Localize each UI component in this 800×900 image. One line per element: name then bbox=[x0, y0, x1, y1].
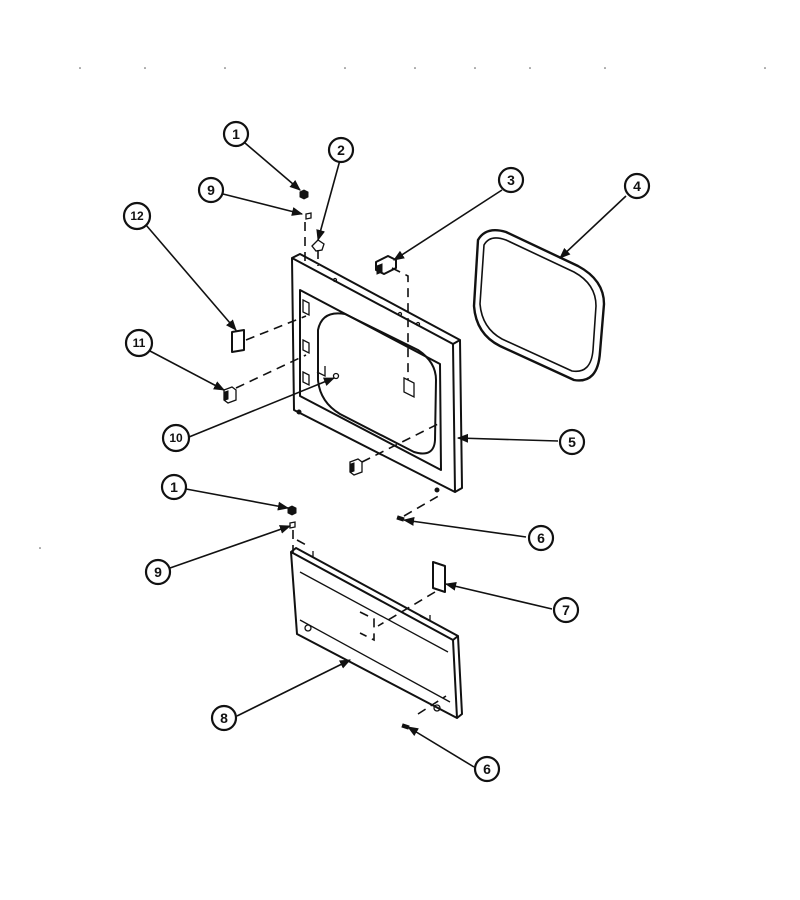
callout-6-lower: 6 bbox=[473, 755, 501, 783]
callout-12: 12 bbox=[122, 201, 152, 231]
callout-label: 9 bbox=[154, 564, 162, 580]
callout-7: 7 bbox=[552, 596, 580, 624]
assembly-dashed-lines bbox=[235, 222, 447, 715]
callout-label: 7 bbox=[562, 602, 570, 618]
callout-label: 6 bbox=[537, 530, 545, 546]
front-panel-frame bbox=[291, 253, 463, 493]
callout-label: 11 bbox=[133, 336, 146, 350]
callouts: 1 2 3 4 9 12 11 10 5 1 6 9 7 8 6 bbox=[122, 120, 651, 783]
lower-screw-and-washer bbox=[287, 505, 297, 529]
callout-label: 1 bbox=[170, 479, 178, 495]
callout-1-upper: 1 bbox=[222, 120, 250, 148]
part-3-latch bbox=[375, 255, 397, 275]
callout-label: 8 bbox=[220, 710, 228, 726]
callout-5: 5 bbox=[558, 428, 586, 456]
callout-label: 4 bbox=[633, 178, 641, 194]
part-7-label bbox=[432, 561, 446, 593]
upper-screw-and-washer bbox=[299, 189, 312, 220]
callout-9-lower: 9 bbox=[144, 558, 172, 586]
part-11-clip bbox=[223, 386, 237, 404]
part-4-door-gasket bbox=[472, 229, 606, 382]
latch-receiver bbox=[403, 376, 415, 399]
callout-label: 3 bbox=[507, 172, 515, 188]
part-8-kick-panel bbox=[290, 547, 463, 719]
callout-label: 1 bbox=[232, 126, 240, 142]
callout-label: 5 bbox=[568, 434, 576, 450]
callout-6-upper: 6 bbox=[527, 524, 555, 552]
callout-label: 10 bbox=[169, 431, 183, 445]
callout-4: 4 bbox=[623, 172, 651, 200]
leader-lines bbox=[145, 142, 627, 768]
callout-label: 2 bbox=[337, 142, 345, 158]
callout-10: 10 bbox=[161, 423, 191, 453]
callout-8: 8 bbox=[210, 704, 238, 732]
callout-label: 6 bbox=[483, 761, 491, 777]
callout-3: 3 bbox=[497, 166, 525, 194]
callout-label: 9 bbox=[207, 182, 215, 198]
part-2-clip bbox=[311, 239, 325, 252]
callout-2: 2 bbox=[327, 136, 355, 164]
scan-artifact-dots bbox=[39, 67, 766, 549]
callout-1-lower: 1 bbox=[160, 473, 188, 501]
part-6-screw-upper bbox=[396, 515, 405, 522]
callout-label: 12 bbox=[130, 209, 144, 223]
lower-frame-clip bbox=[349, 458, 363, 476]
callout-9-upper: 9 bbox=[197, 176, 225, 204]
callout-11: 11 bbox=[124, 328, 154, 358]
part-6-screw-lower bbox=[401, 723, 410, 730]
part-12-plate bbox=[231, 329, 245, 353]
